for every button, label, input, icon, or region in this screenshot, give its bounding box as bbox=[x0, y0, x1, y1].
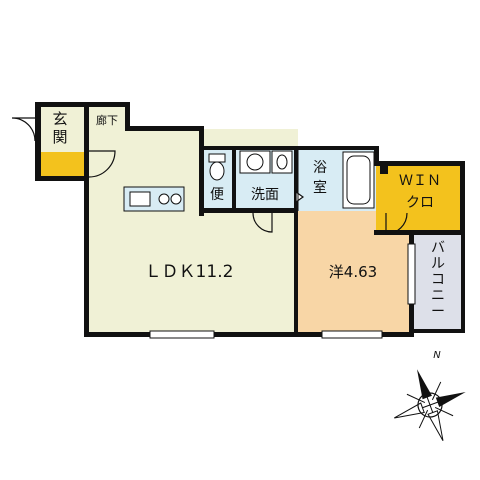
washbasin bbox=[239, 150, 271, 174]
kitchen-counter bbox=[123, 186, 185, 212]
balcony-fill bbox=[412, 233, 464, 333]
hall-fill bbox=[87, 105, 127, 131]
ben-label: 便 bbox=[210, 187, 224, 203]
genkan-floor bbox=[38, 152, 85, 178]
genkan-label-vertical: 関 bbox=[52, 128, 67, 146]
compass-icon bbox=[394, 369, 466, 441]
label-glyph: コ bbox=[431, 272, 445, 288]
label-glyph: ー bbox=[431, 304, 445, 320]
washing-machine bbox=[271, 150, 293, 174]
rouka-label: 廊下 bbox=[96, 113, 118, 127]
label-glyph: ニ bbox=[431, 288, 445, 304]
label-glyph: ル bbox=[431, 256, 445, 272]
label-glyph: バ bbox=[431, 240, 445, 256]
yokushitsu-label: 浴室 bbox=[313, 160, 327, 196]
compass-north-label: N bbox=[433, 350, 441, 361]
ldk-label: ＬＤＫ11.2 bbox=[145, 262, 234, 282]
closet-notch bbox=[380, 166, 388, 174]
label-glyph: 浴 bbox=[313, 160, 327, 176]
youshitsu-label: 洋4.63 bbox=[329, 263, 377, 281]
balcony-label: バルコニー bbox=[431, 240, 445, 320]
label-glyph: 室 bbox=[313, 179, 327, 196]
toilet bbox=[208, 153, 226, 181]
win-closet-fill bbox=[376, 163, 462, 233]
genkan-label-1: 玄 bbox=[52, 110, 67, 128]
windows bbox=[149, 243, 416, 339]
win-label-top: ＷＩＮ bbox=[399, 173, 441, 189]
win-label-bottom: クロ bbox=[406, 195, 434, 211]
bathtub bbox=[342, 151, 375, 209]
senmen-label: 洗面 bbox=[251, 187, 279, 203]
